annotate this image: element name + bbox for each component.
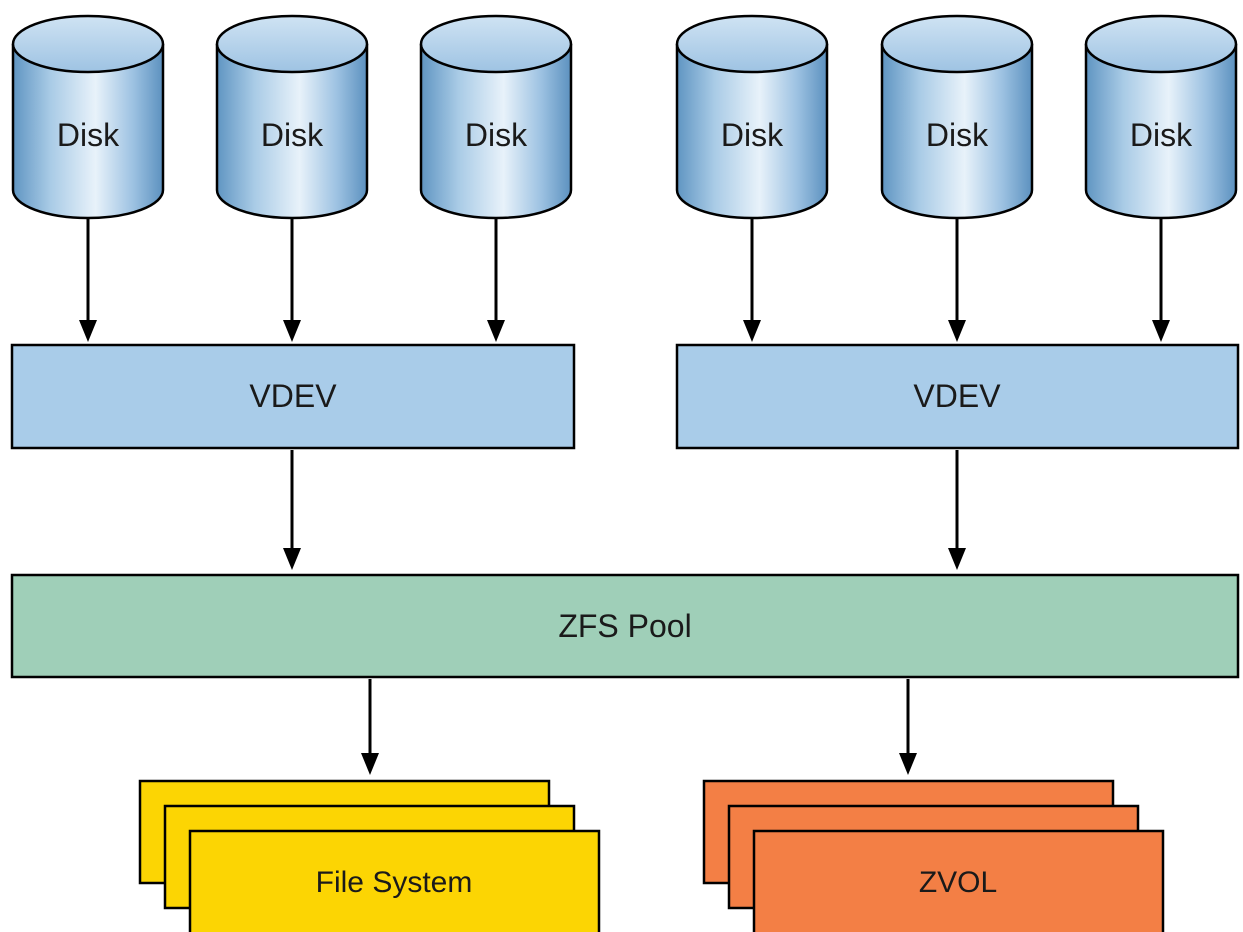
disk-label: Disk [926,117,989,153]
vdev-label: VDEV [913,378,1001,414]
disk-label: Disk [57,117,120,153]
disk-3: Disk [419,14,573,220]
vdev-right: VDEV [675,343,1240,450]
disk-6: Disk [1084,14,1238,220]
pool-to-output-arrows [361,679,917,775]
disk-5: Disk [880,14,1034,220]
file-system-label: File System [316,866,473,899]
zvol-label: ZVOL [919,866,997,899]
file-system-stack: File System [138,779,601,932]
zfs-pool: ZFS Pool [10,573,1240,679]
disk-label: Disk [261,117,324,153]
disk-label: Disk [465,117,528,153]
vdev-to-pool-arrows [283,450,966,570]
zvol-stack: ZVOL [702,779,1165,932]
disk-2: Disk [215,14,369,220]
vdev-label: VDEV [249,378,337,414]
disk-label: Disk [721,117,784,153]
disk-4: Disk [675,14,829,220]
vdev-left: VDEV [10,343,576,450]
disk-1: Disk [11,14,165,220]
disk-label: Disk [1130,117,1193,153]
disk-to-vdev-arrows [79,218,1170,342]
pool-label: ZFS Pool [558,608,691,644]
